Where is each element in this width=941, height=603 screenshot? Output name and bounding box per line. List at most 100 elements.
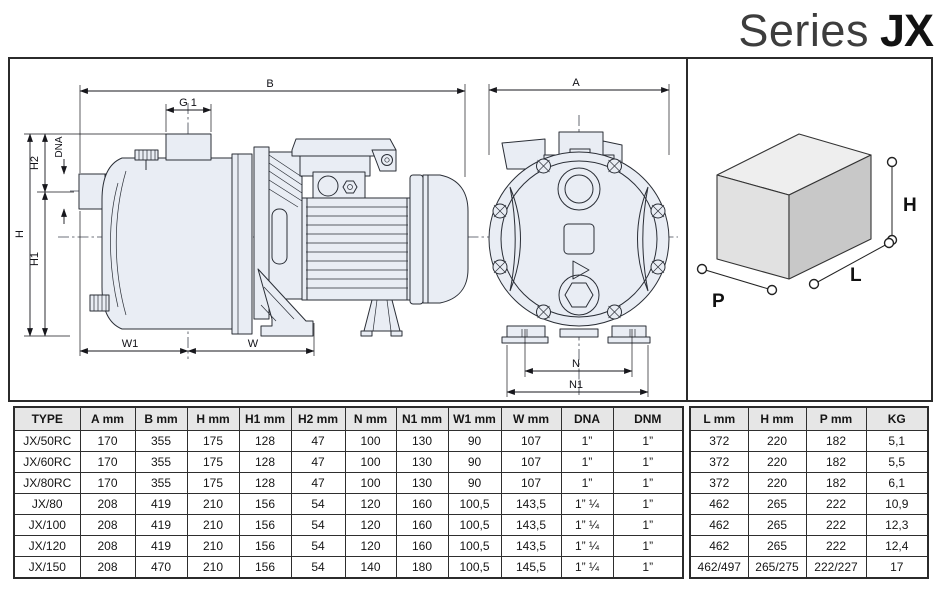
table-cell: 107 bbox=[500, 430, 562, 452]
table-cell: 462 bbox=[689, 514, 749, 536]
fill-port bbox=[557, 167, 601, 211]
table-cell: 355 bbox=[134, 451, 188, 473]
table-cell: 1” bbox=[560, 472, 614, 494]
dim-label-b: B bbox=[266, 78, 273, 90]
table-cell: JX/120 bbox=[13, 535, 81, 557]
table-cell: 1” ¼ bbox=[560, 514, 614, 536]
table-cell: 175 bbox=[186, 472, 240, 494]
front-feet bbox=[501, 325, 651, 344]
table-cell: 372 bbox=[689, 451, 749, 473]
pump-side-view: B G 1 H H2 H1 DN bbox=[14, 78, 678, 359]
table-cell: 208 bbox=[79, 556, 136, 579]
table-cell: 100 bbox=[344, 451, 397, 473]
table-cell: 1” bbox=[612, 535, 684, 557]
table-cell: 145,5 bbox=[500, 556, 562, 579]
dim-label-g1: G 1 bbox=[179, 97, 197, 109]
table-cell: 54 bbox=[290, 493, 346, 515]
table-cell: 222 bbox=[805, 514, 867, 536]
flange-bolts bbox=[492, 158, 666, 320]
table-cell: 120 bbox=[344, 535, 397, 557]
motor-terminal-box bbox=[291, 138, 397, 199]
dim-label-a: A bbox=[572, 77, 580, 89]
table-cell: 220 bbox=[747, 472, 807, 494]
column-header: H mm bbox=[747, 406, 807, 431]
table-cell: 156 bbox=[238, 493, 292, 515]
table-cell: 372 bbox=[689, 430, 749, 452]
table-cell: 140 bbox=[344, 556, 397, 579]
pump-drawing-panel: B G 1 H H2 H1 DN bbox=[10, 59, 688, 400]
series-title-model: JX bbox=[879, 5, 934, 56]
table-cell: 156 bbox=[238, 535, 292, 557]
table-cell: 462/497 bbox=[689, 556, 749, 579]
column-header: H1 mm bbox=[238, 406, 292, 431]
table-cell: JX/150 bbox=[13, 556, 81, 579]
table-cell: 462 bbox=[689, 535, 749, 557]
packaging-panel: H L P bbox=[688, 59, 931, 400]
dim-label-dna: DNA bbox=[54, 136, 65, 157]
table-cell: 54 bbox=[290, 556, 346, 579]
table-cell: 175 bbox=[186, 451, 240, 473]
column-header: L mm bbox=[689, 406, 749, 431]
table-cell: 100,5 bbox=[447, 493, 502, 515]
table-cell: 222 bbox=[805, 535, 867, 557]
table-cell: 419 bbox=[134, 493, 188, 515]
drawing-panels: B G 1 H H2 H1 DN bbox=[8, 57, 933, 402]
table-cell: 128 bbox=[238, 451, 292, 473]
package-box-3d bbox=[716, 133, 872, 280]
table-cell: 210 bbox=[186, 535, 240, 557]
table-cell: 1” bbox=[560, 451, 614, 473]
table-cell: 1” bbox=[612, 493, 684, 515]
table-cell: 1” bbox=[612, 514, 684, 536]
table-cell: 419 bbox=[134, 535, 188, 557]
dim-label-n1: N1 bbox=[569, 379, 583, 391]
fan-cover bbox=[422, 174, 469, 304]
table-cell: 143,5 bbox=[500, 514, 562, 536]
table-cell: JX/60RC bbox=[13, 451, 81, 473]
table-cell: 54 bbox=[290, 514, 346, 536]
table-cell: 47 bbox=[290, 430, 346, 452]
box-dim-label-l: L bbox=[850, 265, 862, 286]
table-cell: 100 bbox=[344, 430, 397, 452]
table-cell: 419 bbox=[134, 514, 188, 536]
table-cell: 160 bbox=[395, 514, 449, 536]
table-cell: 355 bbox=[134, 472, 188, 494]
table-cell: 1” ¼ bbox=[560, 493, 614, 515]
table-cell: 107 bbox=[500, 472, 562, 494]
table-cell: 5,5 bbox=[865, 451, 929, 473]
column-header: B mm bbox=[134, 406, 188, 431]
column-header: N1 mm bbox=[395, 406, 449, 431]
dim-label-w: W bbox=[248, 338, 259, 350]
table-cell: 143,5 bbox=[500, 535, 562, 557]
table-cell: 47 bbox=[290, 472, 346, 494]
table-cell: 12,4 bbox=[865, 535, 929, 557]
table-cell: 208 bbox=[79, 493, 136, 515]
table-cell: 1” bbox=[612, 430, 684, 452]
table-cell: 100,5 bbox=[447, 514, 502, 536]
table-cell: 1” bbox=[560, 430, 614, 452]
table-cell: 210 bbox=[186, 556, 240, 579]
table-cell: 182 bbox=[805, 451, 867, 473]
table-cell: 265 bbox=[747, 514, 807, 536]
table-cell: 107 bbox=[500, 451, 562, 473]
table-cell: 170 bbox=[79, 451, 136, 473]
table-cell: 12,3 bbox=[865, 514, 929, 536]
table-cell: 100,5 bbox=[447, 556, 502, 579]
table-cell: 220 bbox=[747, 451, 807, 473]
dim-label-h: H bbox=[14, 230, 26, 238]
table-cell: 222/227 bbox=[805, 556, 867, 579]
